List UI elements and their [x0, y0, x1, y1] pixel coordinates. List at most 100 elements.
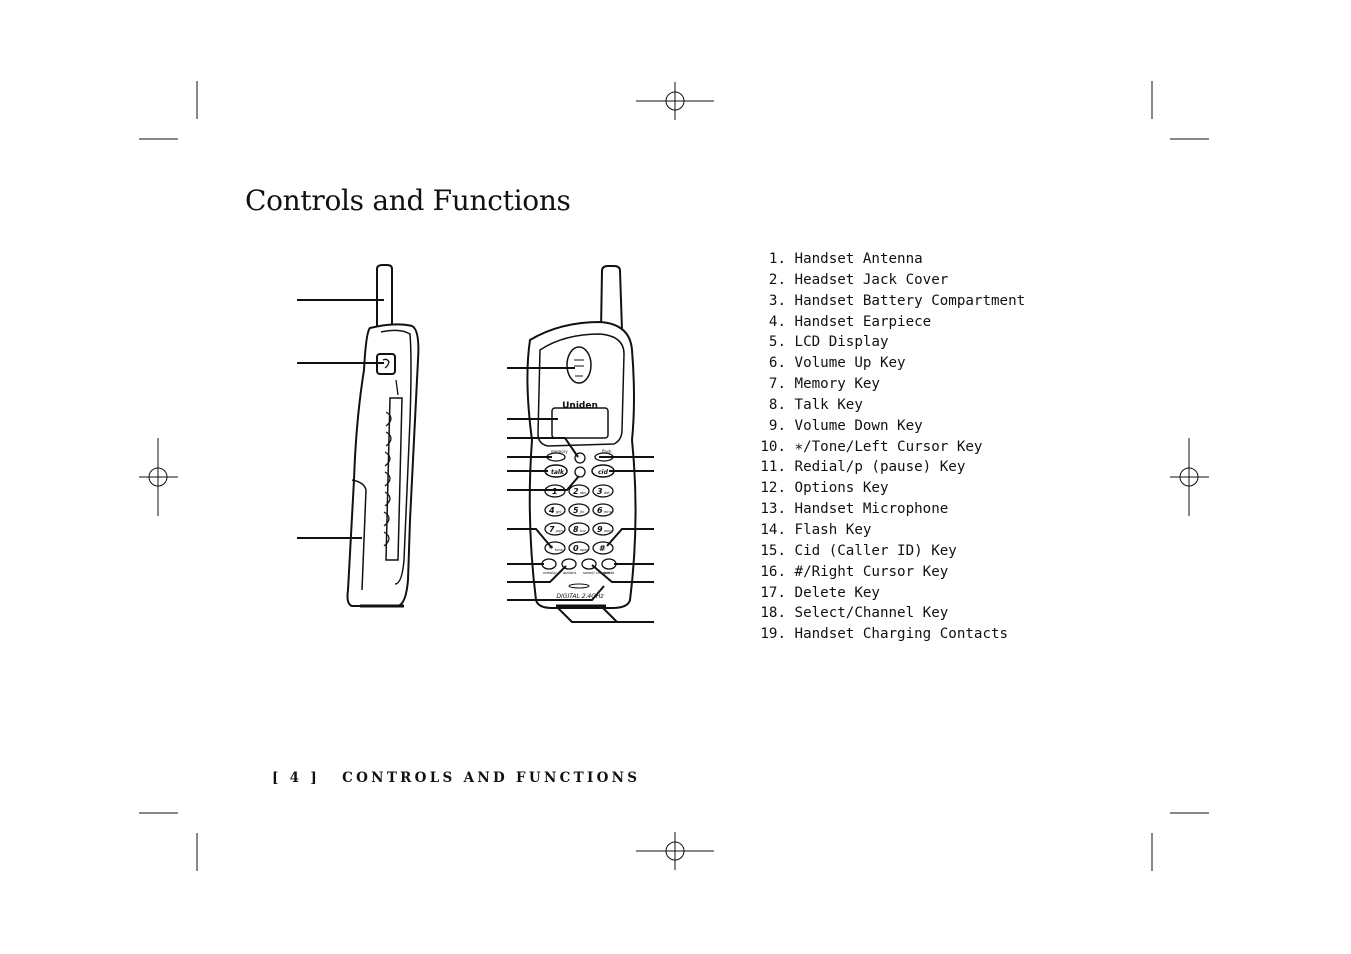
svg-text:tone: tone [555, 548, 563, 552]
svg-text:6: 6 [597, 506, 603, 515]
front-antenna [600, 265, 623, 331]
list-item-number: 18. [760, 605, 786, 622]
list-item-number: 15. [760, 542, 786, 559]
list-item-label: Delete Key [794, 584, 880, 601]
list-item-number: 11. [760, 459, 786, 476]
svg-text:4: 4 [548, 506, 555, 515]
list-item: 10. ∗/Tone/Left Cursor Key [752, 437, 1025, 458]
list-item: 13. Handset Microphone [752, 499, 1025, 520]
list-item: 2. Headset Jack Cover [752, 270, 1025, 291]
list-item: 11. Redial/p (pause) Key [752, 457, 1025, 478]
svg-text:8: 8 [573, 525, 579, 534]
svg-text:*: * [549, 544, 554, 553]
list-item-label: Memory Key [794, 376, 880, 393]
list-item-label: Volume Down Key [794, 417, 923, 434]
svg-text:def: def [604, 491, 610, 495]
list-item: 14. Flash Key [752, 520, 1025, 541]
list-item-number: 7. [768, 376, 786, 393]
registration-mark-left [139, 438, 178, 516]
side-antenna [376, 264, 393, 328]
list-item: 4. Handset Earpiece [752, 312, 1025, 333]
page-title: Controls and Functions [245, 184, 571, 217]
options-key [561, 558, 577, 570]
svg-text:abc: abc [580, 491, 586, 495]
list-item-label: Handset Charging Contacts [794, 626, 1009, 643]
list-item-label: Handset Battery Compartment [794, 292, 1026, 309]
svg-text:flash: flash [602, 449, 612, 454]
list-item-number: 4. [768, 313, 786, 330]
key-4 [544, 503, 566, 517]
crop-marks [139, 81, 1209, 871]
svg-text:cid: cid [598, 469, 609, 476]
list-item-number: 9. [768, 417, 786, 434]
svg-text:9: 9 [597, 525, 603, 534]
band-label: DIGITAL 2.4GHz [556, 593, 604, 600]
svg-text:ghi: ghi [556, 510, 561, 514]
list-item: 17. Delete Key [752, 583, 1025, 604]
list-item-number: 5. [768, 334, 786, 351]
svg-text:5: 5 [573, 506, 579, 515]
side-body [346, 323, 420, 607]
key-7 [544, 522, 566, 536]
front-body [526, 320, 637, 609]
svg-text:1: 1 [552, 487, 558, 496]
list-item-label: Flash Key [794, 521, 872, 538]
list-item-label: Talk Key [794, 396, 863, 413]
svg-text:2: 2 [573, 487, 579, 496]
list-item-label: Volume Up Key [794, 355, 906, 372]
list-item: 6. Volume Up Key [752, 353, 1025, 374]
svg-text:0: 0 [573, 544, 579, 553]
key-pound [592, 541, 614, 555]
microphone [568, 583, 590, 589]
list-item: 19. Handset Charging Contacts [752, 624, 1025, 645]
key-star [544, 541, 566, 555]
key-8 [568, 522, 590, 536]
svg-text:redial/p: redial/p [543, 571, 557, 575]
svg-text:oper: oper [580, 548, 589, 552]
key-5 [568, 503, 590, 517]
key-3 [592, 484, 614, 498]
svg-text:select/ channel: select/ channel [583, 571, 610, 575]
list-item: 18. Select/Channel Key [752, 603, 1025, 624]
svg-text:delete: delete [603, 571, 615, 575]
list-item-number: 2. [768, 271, 786, 288]
list-item-label: Handset Earpiece [794, 313, 932, 330]
list-item-label: ∗/Tone/Left Cursor Key [794, 438, 983, 455]
list-item-label: Redial/p (pause) Key [794, 459, 966, 476]
key-0 [568, 541, 590, 555]
list-item: 7. Memory Key [752, 374, 1025, 395]
list-item-label: Headset Jack Cover [794, 271, 949, 288]
list-item-number: 3. [768, 292, 786, 309]
list-item: 3. Handset Battery Compartment [752, 291, 1025, 312]
list-item: 9. Volume Down Key [752, 416, 1025, 437]
key-6 [592, 503, 614, 517]
volume-up-key [574, 452, 586, 464]
running-section-title: CONTROLS AND FUNCTIONS [342, 770, 641, 786]
earpiece [566, 346, 592, 384]
list-item: 12. Options Key [752, 478, 1025, 499]
page-footer: [ 4 ] CONTROLS AND FUNCTIONS [272, 770, 640, 786]
list-item-label: Select/Channel Key [794, 605, 949, 622]
list-item-label: Options Key [794, 480, 889, 497]
list-item: 8. Talk Key [752, 395, 1025, 416]
svg-text:jkl: jkl [579, 510, 584, 514]
page-number: [ 4 ] [272, 770, 321, 786]
select-channel-key [581, 558, 597, 570]
list-item-number: 17. [760, 584, 786, 601]
list-item-number: 6. [768, 355, 786, 372]
registration-mark-right [1170, 438, 1209, 516]
brand-logo: Uniden [562, 401, 598, 411]
list-item-label: LCD Display [794, 334, 889, 351]
list-item-number: 16. [760, 563, 786, 580]
list-item-number: 19. [760, 626, 786, 643]
registration-mark-bottom [636, 832, 714, 870]
list-item-label: Handset Microphone [794, 501, 949, 518]
list-item: 16. #/Right Cursor Key [752, 562, 1025, 583]
list-item-number: 1. [768, 251, 786, 267]
key-9 [592, 522, 614, 536]
svg-text:7: 7 [549, 525, 555, 534]
svg-text:pqrs: pqrs [556, 529, 564, 533]
list-item-label: Handset Antenna [794, 251, 923, 267]
